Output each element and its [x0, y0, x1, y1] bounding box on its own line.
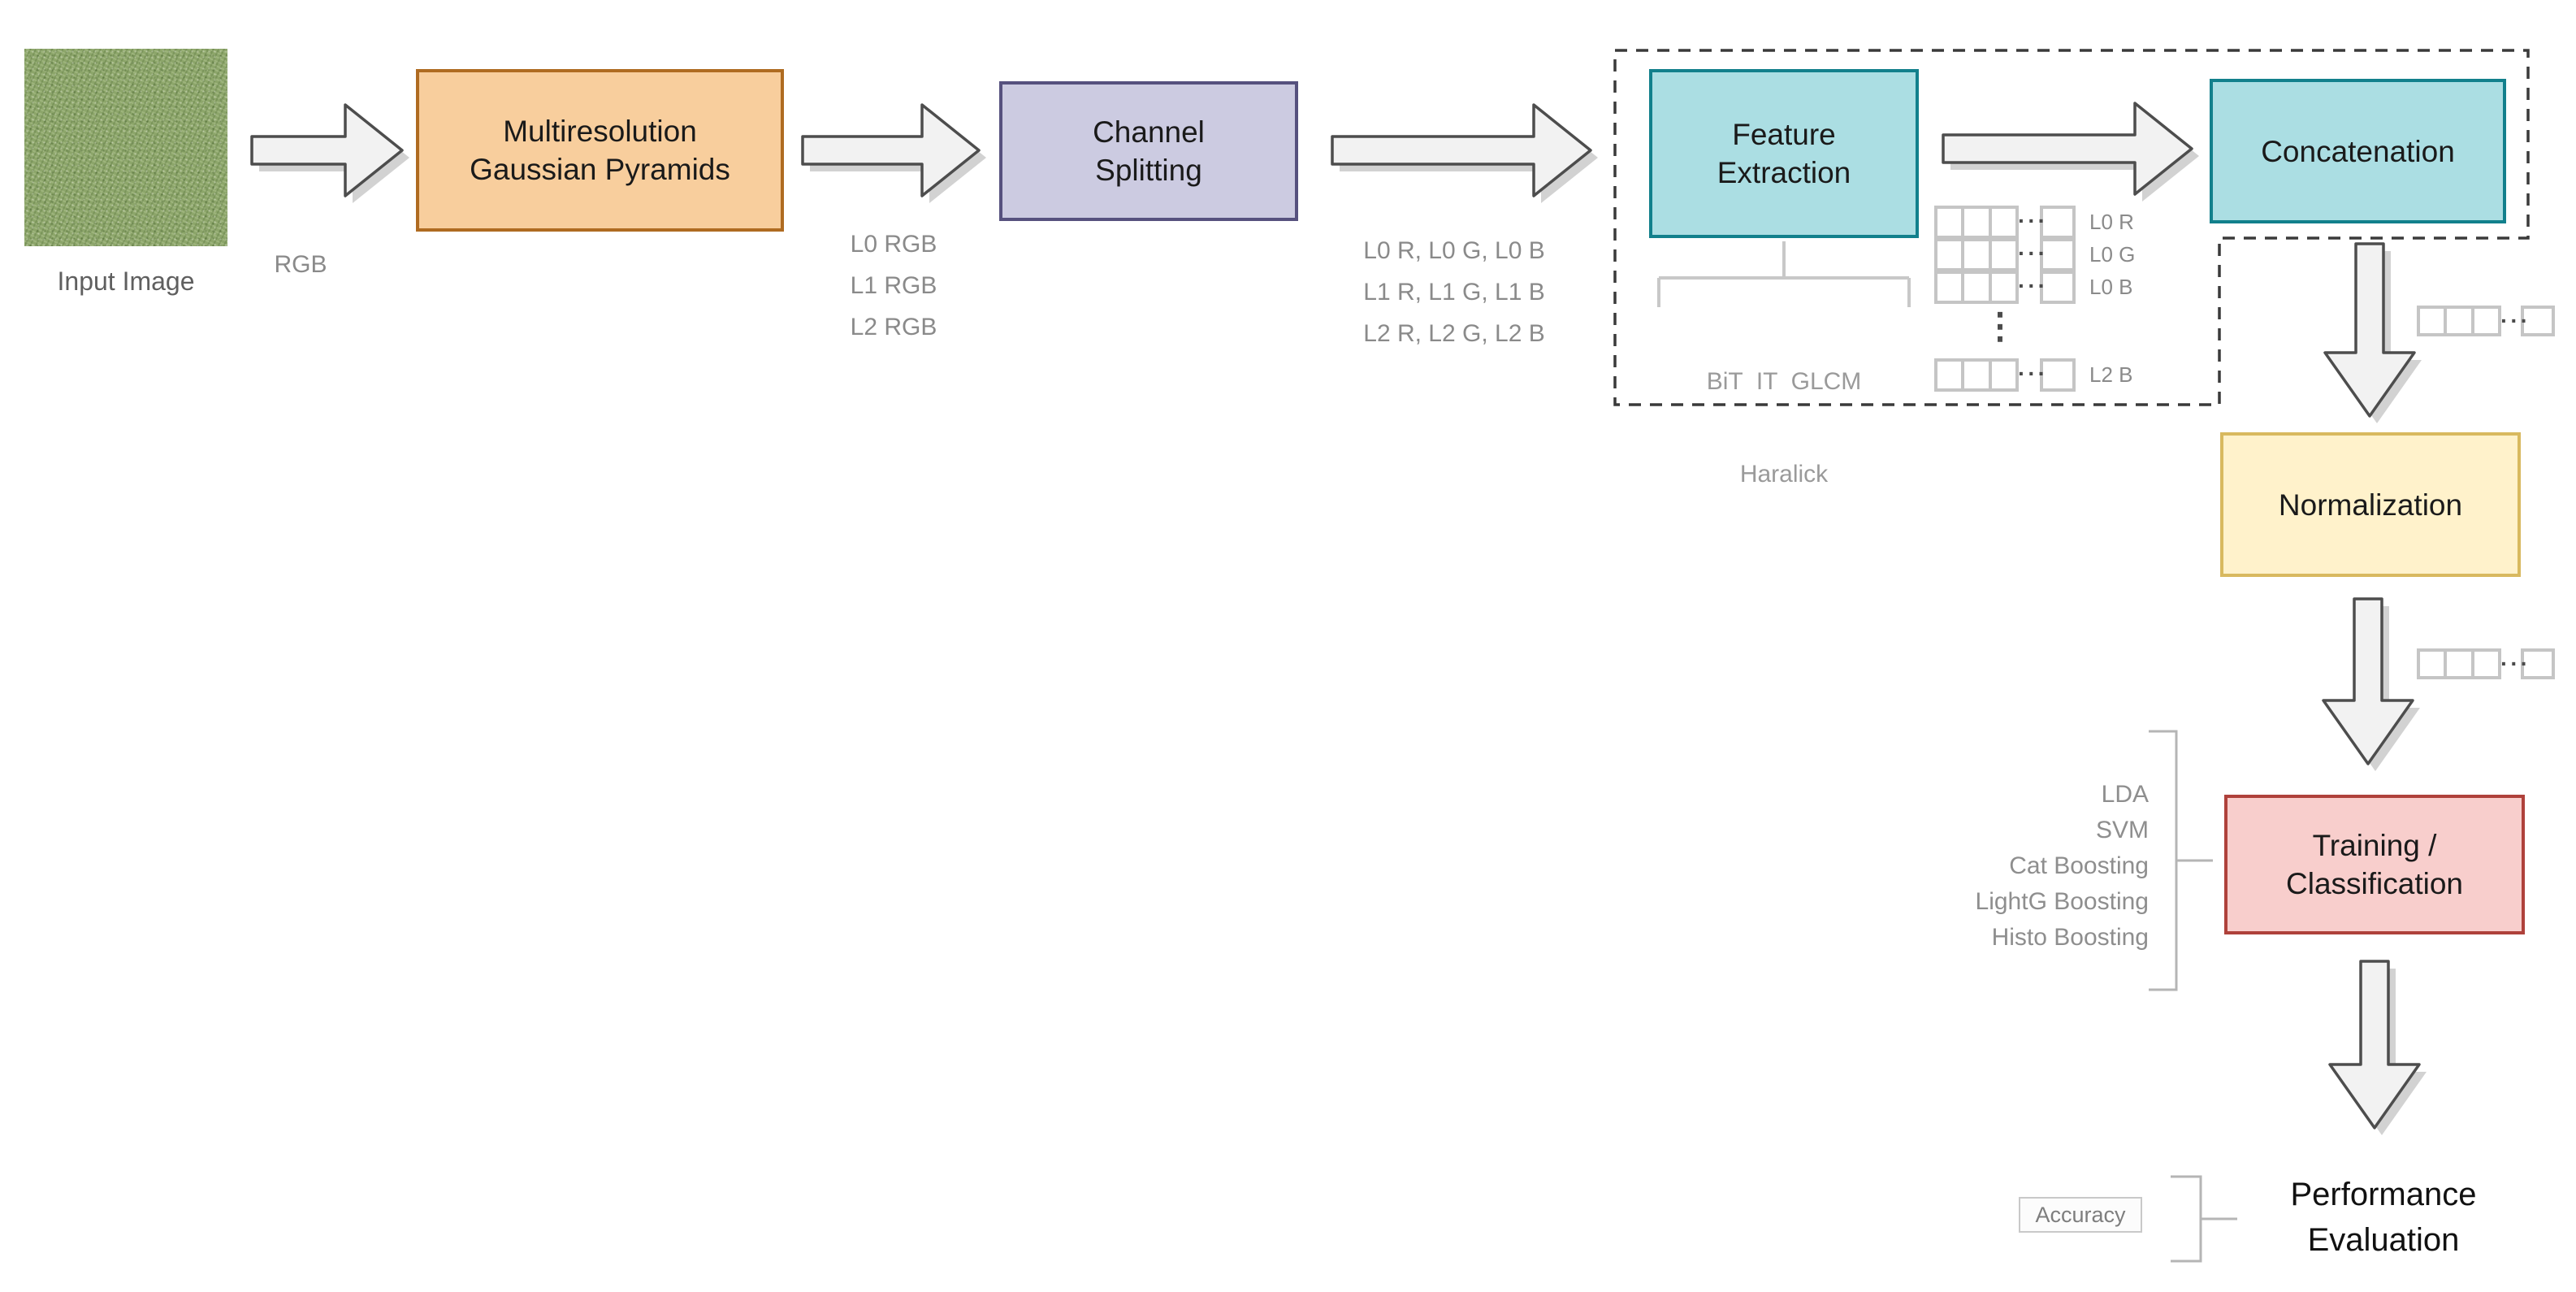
channel-output-l1: L1 R, L1 G, L1 B [1363, 279, 1545, 306]
arrow-training-to-performance [2328, 960, 2421, 1129]
arrow-pyramids-to-channel [801, 103, 981, 197]
feature-label-line2: Extraction [1717, 156, 1851, 189]
arrow-concat-to-normalization [2323, 242, 2416, 418]
rgb-edge-label: RGB [274, 251, 327, 278]
box-training-classification: Training / Classification [2224, 795, 2525, 934]
channel-label-line2: Splitting [1095, 154, 1202, 187]
box-channel-splitting: Channel Splitting [999, 81, 1298, 221]
input-image-label: Input Image [57, 267, 195, 296]
performance-line2: Evaluation [2307, 1222, 2460, 1258]
vector-label-l0g: L0 G [2089, 242, 2136, 267]
vector-label-l2b: L2 B [2089, 362, 2133, 387]
feature-methods-bracket [1657, 241, 1911, 307]
pyramids-label-line1: Multiresolution [503, 115, 697, 148]
pyramid-output-l1: L1 RGB [850, 272, 937, 299]
accuracy-label: Accuracy [2035, 1202, 2126, 1227]
training-label-line2: Classification [2286, 867, 2463, 900]
vector-dots-row1: ··· [2018, 208, 2048, 233]
channel-output-labels: L0 R, L0 G, L0 B L1 R, L1 G, L1 B L2 R, … [1320, 230, 1588, 354]
feature-group-dashed-outline [1613, 49, 2530, 406]
concat-strip-dots-2: ··· [2500, 651, 2531, 676]
concatenated-vector-strips [2417, 306, 2555, 679]
arrow-channel-to-feature [1331, 103, 1592, 197]
box-feature-extraction: Feature Extraction [1649, 69, 1919, 238]
classifier-bracket [2149, 730, 2213, 991]
channel-output-l2: L2 R, L2 G, L2 B [1363, 320, 1545, 347]
vector-dots-row3: ··· [2018, 273, 2048, 298]
pyramid-output-labels: L0 RGB L1 RGB L2 RGB [812, 223, 975, 348]
classifier-cat-boosting: Cat Boosting [2009, 852, 2149, 879]
concat-strip-dots-1: ··· [2500, 308, 2531, 333]
vector-dots-row4: ··· [2018, 361, 2048, 386]
normalization-label: Normalization [2278, 488, 2463, 522]
feature-vector-grids [1934, 206, 2076, 392]
feature-methods-list: BiT IT GLCM Haralick [1649, 305, 1919, 521]
channel-label-line1: Channel [1093, 115, 1205, 149]
classifier-svm: SVM [2095, 817, 2149, 843]
accuracy-metric-box: Accuracy [2019, 1197, 2142, 1233]
vector-label-l0b: L0 B [2089, 275, 2133, 299]
arrow-input-to-pyramids [250, 103, 404, 197]
pyramid-output-l0: L0 RGB [850, 231, 937, 258]
concatenation-label: Concatenation [2261, 134, 2455, 168]
classifier-lightg-boosting: LightG Boosting [1975, 888, 2149, 915]
arrow-feature-to-concat [1942, 102, 2193, 196]
classifier-histo-boosting: Histo Boosting [1991, 924, 2149, 951]
channel-output-l0: L0 R, L0 G, L0 B [1363, 237, 1545, 264]
accuracy-bracket [2171, 1175, 2237, 1263]
pyramid-output-l2: L2 RGB [850, 314, 937, 340]
pyramids-label-line2: Gaussian Pyramids [470, 153, 730, 186]
arrow-normalization-to-training [2322, 597, 2414, 765]
feature-methods-line2: Haralick [1739, 461, 1829, 488]
feature-methods-line1: BiT IT GLCM [1706, 368, 1862, 395]
input-image-thumbnail [24, 49, 227, 246]
vector-dots-row2: ··· [2018, 241, 2048, 266]
training-label-line1: Training / [2312, 829, 2437, 862]
classifier-lda: LDA [2101, 781, 2149, 808]
feature-label-line1: Feature [1732, 118, 1836, 151]
classifier-list: LDA SVM Cat Boosting LightG Boosting His… [1808, 777, 2149, 956]
box-normalization: Normalization [2220, 432, 2521, 577]
vector-vertical-ellipsis: ⋮ [1982, 306, 2018, 346]
box-concatenation: Concatenation [2210, 79, 2506, 223]
performance-evaluation-label: Performance Evaluation [2221, 1172, 2546, 1263]
box-multiresolution-gaussian-pyramids: Multiresolution Gaussian Pyramids [416, 69, 784, 232]
performance-line1: Performance [2290, 1177, 2477, 1212]
vector-label-l0r: L0 R [2089, 210, 2134, 234]
